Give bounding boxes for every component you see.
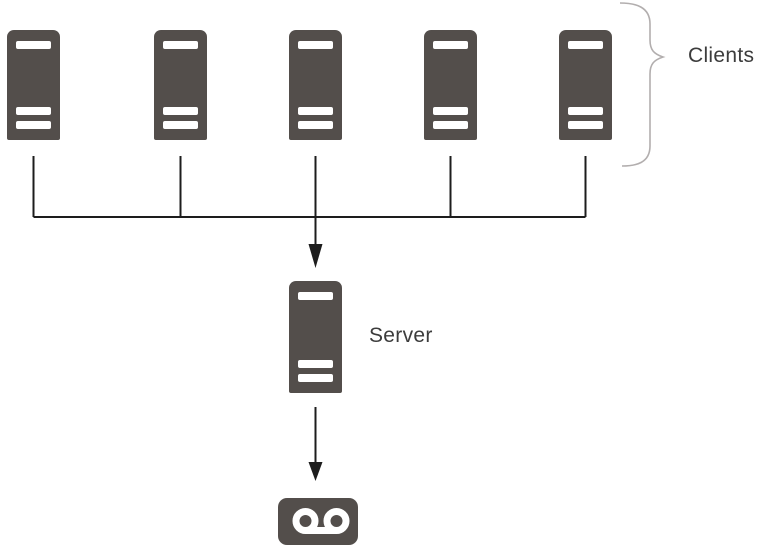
tape-body [278,498,358,545]
tower-slot [163,41,198,49]
tower-slot [298,374,333,382]
tower-slot [163,121,198,129]
tower-slot [298,292,333,300]
tower-slot [16,41,51,49]
tower-slot [16,107,51,115]
clients-label: Clients [688,44,755,67]
bus-to-server-arrowhead [308,244,323,268]
tower-slot [163,107,198,115]
tower-slot [298,107,333,115]
tower-slot [433,41,468,49]
client-tower-icon [424,30,477,140]
client-tower-icon [7,30,60,140]
tape-reel-left [292,508,319,534]
client-tower-icon [154,30,207,140]
client-tower-icon [559,30,612,140]
server-to-storage-arrowhead [308,462,323,481]
tower-slot [298,121,333,129]
tower-slot [568,121,603,129]
tape-reel-right [323,508,350,534]
tower-slot [16,121,51,129]
client-tower-icon [289,30,342,140]
tower-slot [568,107,603,115]
server-tower-icon [289,281,342,393]
tower-slot [298,360,333,368]
server-label: Server [369,324,433,347]
tower-slot [568,41,603,49]
tower-slot [298,41,333,49]
tower-slot [433,121,468,129]
tower-slot [433,107,468,115]
